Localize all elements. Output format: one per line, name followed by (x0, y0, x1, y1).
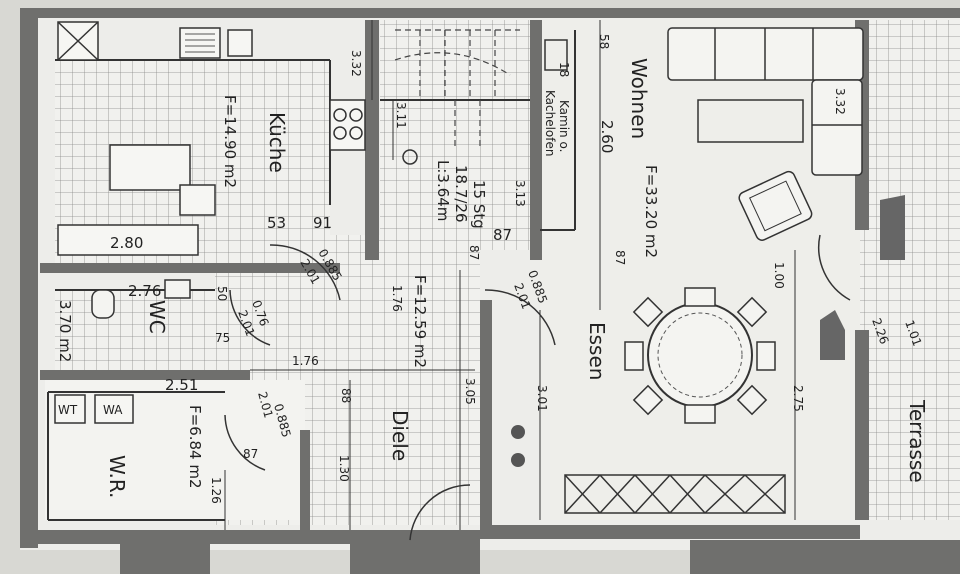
coffee-table (697, 99, 804, 143)
room-name-terrasse: Terrasse (905, 399, 929, 483)
living-floor (540, 20, 860, 520)
dim-1-76-b: 1.76 (390, 285, 404, 312)
dim-87-5: 87 (467, 245, 481, 260)
room-area-wc: 3.70 m2 (56, 300, 74, 362)
staircase (394, 29, 520, 150)
dim-3-01: 3.01 (535, 385, 549, 412)
dim-1-00: 1.00 (772, 262, 786, 289)
room-name-wc: WC (145, 300, 169, 334)
label-stairs-length: L:3.64m (434, 160, 452, 221)
dining-table (624, 287, 776, 424)
dim-1-26: 1.26 (209, 477, 223, 504)
dim-3-11: 3.11 (394, 102, 408, 129)
dim-3-13: 3.13 (513, 180, 527, 207)
dim-87-top: 87 (493, 226, 512, 244)
toilet-icon (91, 289, 115, 319)
label-kamin: Kamin o. (557, 100, 571, 152)
walls (20, 8, 960, 574)
label-kachelofen: Kachelofen (543, 90, 557, 157)
sink-grill (185, 33, 215, 53)
dim-2-80: 2.80 (110, 234, 143, 252)
dim-58: 58 (597, 34, 611, 49)
dim-2-60: 2.60 (598, 120, 616, 153)
dimension-lines (100, 20, 796, 530)
sofa (667, 27, 864, 176)
dim-53: 53 (267, 214, 286, 232)
dim-1-76-a: 1.76 (292, 354, 319, 368)
label-wt: WT (58, 403, 78, 417)
fixture-labels: WT WA Kamin o. Kachelofen 15 Stg 18.7/26… (58, 90, 571, 417)
dim-50: 50 (215, 286, 229, 301)
dim-1-30: 1.30 (337, 455, 351, 482)
dim-2-76: 2.76 (128, 282, 161, 300)
dim-3-05: 3.05 (463, 378, 477, 405)
sideboard (564, 474, 786, 514)
label-wa: WA (103, 403, 123, 417)
label-stairs-ratio: 18.7/26 (452, 165, 470, 223)
stove-icon (544, 39, 568, 71)
washbasin-icon (164, 279, 191, 299)
door-swings (224, 234, 851, 541)
dim-87-c: 87 (243, 447, 258, 461)
utility-fixtures (54, 394, 134, 424)
dim-2-01-d: 2.01 (255, 390, 275, 419)
room-name-diele: Diele (388, 410, 412, 461)
dim-88: 88 (339, 388, 353, 403)
dim-75: 75 (215, 331, 230, 345)
dim-3-32-top: 3.32 (349, 50, 363, 77)
stair-start-circle (402, 149, 418, 165)
room-name-essen: Essen (585, 322, 609, 380)
terrace-floor (860, 20, 960, 520)
room-area-wr: F=6.84 m2 (186, 405, 204, 489)
armchair (738, 170, 813, 241)
room-name-wohnen: Wohnen (627, 58, 651, 139)
dim-2-75: 2.75 (791, 385, 805, 412)
room-area-kueche: F=14.90 m2 (221, 95, 239, 188)
label-stairs: 15 Stg (470, 180, 488, 229)
room-name-wr: W.R. (105, 455, 129, 498)
dim-3-32-right: 3.32 (833, 88, 847, 115)
kitchen-furniture (57, 21, 366, 256)
dim-2-51: 2.51 (165, 376, 198, 394)
dim-91: 91 (313, 214, 332, 232)
room-name-kueche: Küche (265, 112, 289, 173)
dim-18: 18 (557, 62, 571, 77)
window-frames (820, 195, 905, 360)
dim-87-5-b: 87 (613, 250, 627, 265)
plant-icon (511, 425, 525, 467)
room-area-wohnen: F=33.20 m2 (642, 165, 660, 258)
room-area-diele: F=12.59 m2 (411, 275, 429, 368)
utility-floor (45, 380, 305, 520)
room-labels: Küche F=14.90 m2 WC 3.70 m2 W.R. F=6.84 … (56, 58, 929, 498)
